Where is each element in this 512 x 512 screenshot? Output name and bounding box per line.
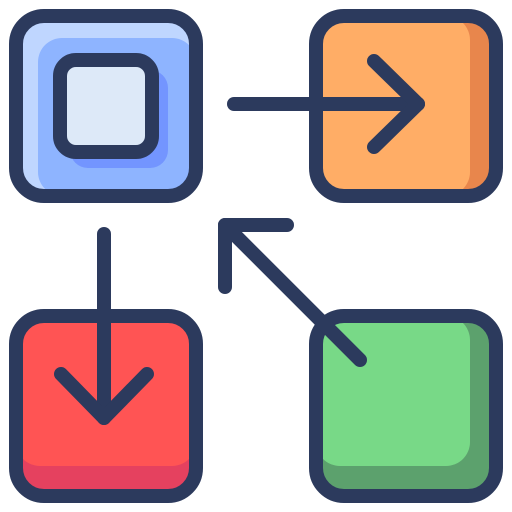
blue-source-tile (9, 9, 203, 203)
green-tile-outline (309, 309, 503, 503)
up-left-arrow-icon (218, 218, 367, 367)
square-icon (53, 53, 159, 159)
blue-tile-outline (9, 9, 203, 203)
right-arrow-icon (227, 54, 425, 154)
down-arrow-icon (54, 227, 154, 425)
